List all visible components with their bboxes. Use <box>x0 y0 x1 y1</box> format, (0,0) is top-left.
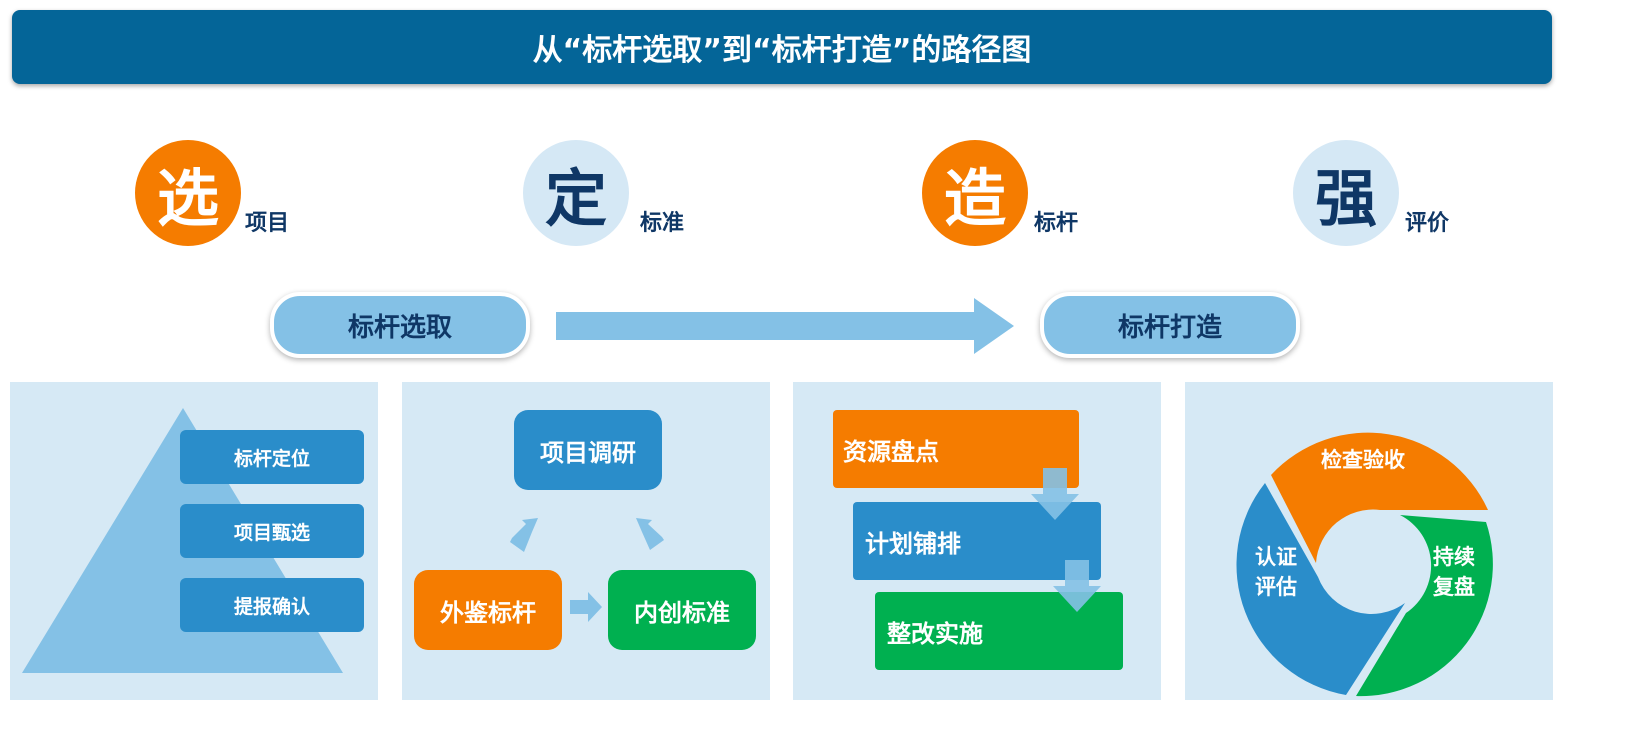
step-label: 评价 <box>1405 211 1450 236</box>
step-char-define: 定 <box>523 140 629 246</box>
step-char-strengthen: 强 <box>1293 140 1399 246</box>
internal-box: 内创标准 <box>608 570 756 650</box>
research-box: 项目调研 <box>514 410 662 490</box>
segment-label: 持续复盘 <box>1433 545 1475 599</box>
external-box: 外鉴标杆 <box>414 570 562 650</box>
segment-certify <box>1236 483 1405 695</box>
flow-to-pill: 标杆打造 <box>1040 292 1300 358</box>
item-box: 标杆定位 <box>180 430 364 484</box>
segment-review <box>1356 515 1493 697</box>
flow-from-pill: 标杆选取 <box>270 292 530 358</box>
step-box: 资源盘点 <box>833 410 1079 488</box>
step-label: 项目 <box>245 211 290 236</box>
panel-build: 资源盘点 计划铺排 整改实施 <box>793 382 1161 700</box>
item-box: 提报确认 <box>180 578 364 632</box>
step-box: 计划铺排 <box>853 502 1101 580</box>
page-title: 从“标杆选取”到“标杆打造”的路径图 <box>12 10 1552 84</box>
segment-check <box>1271 432 1488 563</box>
segment-label: 检查验收 <box>1321 448 1405 472</box>
panel-select: 标杆定位 项目甄选 提报确认 <box>10 382 378 700</box>
step-label: 标准 <box>640 211 685 236</box>
step-label: 标杆 <box>1034 211 1079 236</box>
cycle-donut <box>1236 432 1493 697</box>
segment-label: 认证评估 <box>1255 545 1297 599</box>
step-char-build: 造 <box>922 140 1028 246</box>
step-char-select: 选 <box>135 140 241 246</box>
arrow-icons <box>510 518 664 622</box>
panel-define: 项目调研 外鉴标杆 内创标准 <box>402 382 770 700</box>
down-arrow-icons <box>1031 468 1101 612</box>
arrow-right-icon <box>556 298 1014 354</box>
panel-evaluate: 检查验收 持续复盘 认证评估 <box>1185 382 1553 700</box>
item-box: 项目甄选 <box>180 504 364 558</box>
